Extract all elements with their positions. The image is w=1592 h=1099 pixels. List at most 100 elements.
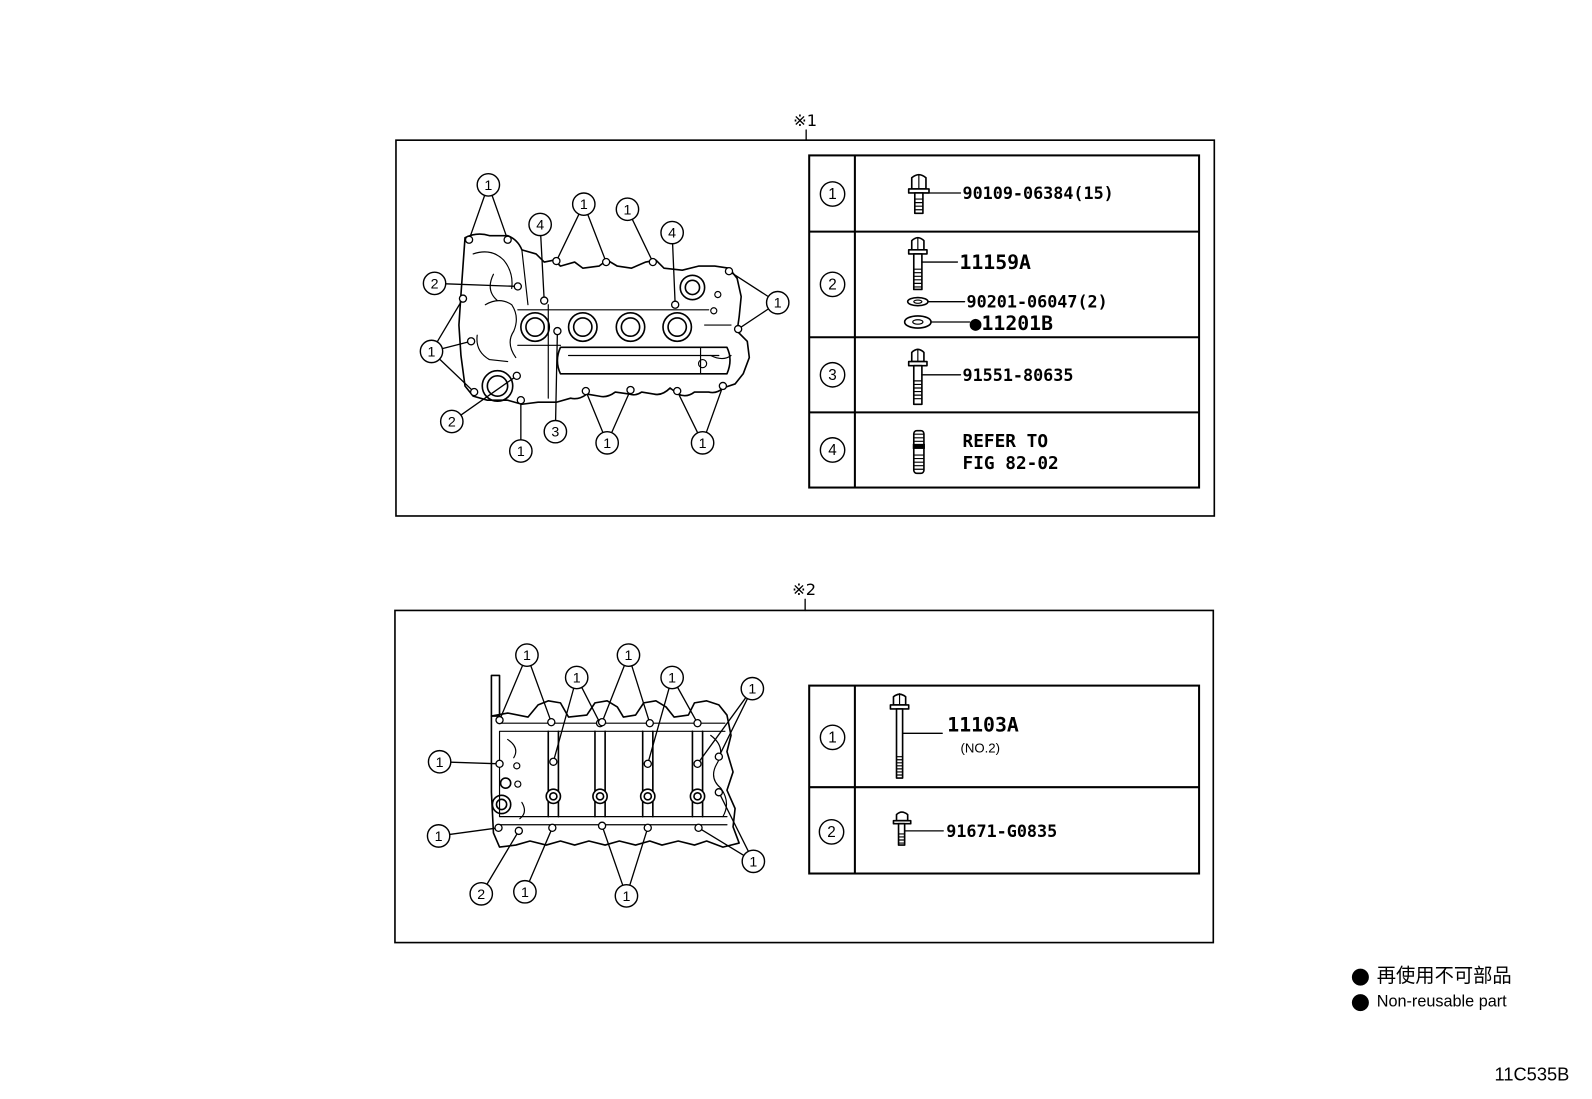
right-end-detail	[704, 324, 732, 360]
leader-line	[697, 827, 745, 857]
ref-number: 1	[828, 729, 836, 746]
callout-circle	[508, 439, 533, 463]
table-row-3: 3 91551-80635	[819, 348, 1074, 406]
leader-line	[491, 194, 509, 241]
bolt-hole	[670, 300, 680, 309]
part-number[interactable]: 91551-80635	[963, 365, 1074, 385]
callout-number: 1	[580, 197, 588, 213]
bolt-thread	[914, 198, 924, 211]
head-bolt-icon	[889, 693, 910, 779]
callout-number: 1	[624, 202, 632, 218]
ref-circle	[819, 181, 846, 207]
stud-collar	[912, 443, 925, 449]
gasket-outer	[903, 315, 932, 329]
callout-1: 1	[615, 197, 658, 267]
flange-bolt-icon	[907, 173, 930, 215]
callout-1: 1	[495, 643, 556, 727]
bolt-hole	[597, 717, 607, 727]
callout-number: 1	[625, 648, 633, 664]
right-boss-inner	[684, 279, 701, 296]
callout-2: 2	[422, 271, 523, 296]
ref-circle	[819, 724, 846, 751]
journal-bore	[595, 791, 605, 801]
leader-line	[705, 385, 724, 433]
callout-circle	[476, 172, 501, 197]
leader-line	[696, 697, 747, 765]
bolt-hole	[601, 257, 611, 267]
callout-number: 1	[749, 854, 757, 870]
figure-frame	[394, 609, 1215, 944]
leader-line	[436, 297, 464, 343]
small-boss	[499, 777, 512, 790]
leader-line	[718, 698, 749, 758]
callout-1: 1	[464, 172, 512, 244]
journal-ring	[545, 788, 562, 805]
callout-circle	[515, 643, 539, 668]
stud-thread	[913, 433, 925, 470]
callout-number: 1	[622, 889, 630, 905]
part-number[interactable]: 11103A	[947, 713, 1019, 736]
journal-bore	[693, 791, 702, 801]
bolt-hole	[693, 759, 702, 769]
leader-line	[552, 687, 575, 763]
callout-number: 1	[699, 436, 707, 452]
left-curves	[507, 738, 526, 820]
callout-1: 1	[694, 788, 766, 874]
leader-line	[498, 664, 524, 721]
table-row-2: 2 11159A 90201-06047(2)	[819, 236, 1108, 335]
bolt-hole	[548, 823, 557, 833]
bolt-hole	[466, 337, 476, 346]
figure-1: ※1	[395, 111, 1216, 517]
bolt-hole	[495, 715, 504, 725]
reference-note-line-2[interactable]: FIG 82-02	[963, 454, 1059, 474]
leader-line	[449, 827, 500, 836]
cam-journals	[545, 788, 706, 805]
leader-line	[460, 375, 518, 416]
leader-line	[585, 390, 604, 434]
callout-circle	[571, 192, 596, 217]
bolt-hole	[464, 235, 474, 244]
bolt-hole	[503, 235, 512, 244]
plug-tube-inner	[525, 317, 546, 338]
ref-number: 3	[828, 367, 836, 384]
callout-1: 1	[552, 192, 611, 267]
leader-line	[718, 791, 750, 852]
callout-circle	[528, 212, 553, 237]
callout-1: 1	[549, 665, 605, 766]
leader-line	[601, 664, 626, 723]
non-reusable-marker-icon: ●	[1351, 963, 1370, 989]
part-number[interactable]: 91671-G0835	[946, 821, 1057, 841]
callout-number: 1	[435, 829, 443, 845]
bolt-shank	[895, 708, 904, 779]
callout-number: 2	[477, 887, 485, 903]
gasket-inner	[912, 319, 924, 325]
ref-number: 1	[828, 186, 836, 203]
leader-line	[587, 213, 607, 263]
callout-circle	[564, 665, 589, 690]
part-number[interactable]: ●11201B	[970, 312, 1053, 335]
journal-ring	[689, 788, 706, 805]
callout-number: 1	[603, 436, 611, 452]
bolt-hole	[458, 294, 468, 303]
plug-tube-inner	[572, 317, 593, 338]
part-number[interactable]: 11159A	[959, 251, 1031, 274]
leader-line	[554, 330, 559, 422]
callout-circle	[616, 643, 641, 668]
part-number[interactable]: 90201-06047(2)	[967, 292, 1108, 312]
callout-number: 1	[573, 671, 581, 687]
callout-circle	[469, 881, 494, 906]
callout-circle	[422, 271, 447, 296]
bolt-hole	[549, 757, 558, 766]
housing-rails	[498, 722, 728, 826]
callout-circle	[426, 824, 451, 848]
table-grid	[809, 155, 1200, 488]
callout-1: 1	[427, 749, 504, 774]
leader-line	[601, 825, 624, 886]
callout-1: 1	[513, 823, 557, 904]
part-number[interactable]: 90109-06384(15)	[963, 183, 1114, 203]
callout-number: 2	[448, 415, 456, 431]
callout-number: 1	[484, 178, 492, 194]
leader-line	[631, 218, 654, 263]
callout-circle	[690, 430, 715, 455]
